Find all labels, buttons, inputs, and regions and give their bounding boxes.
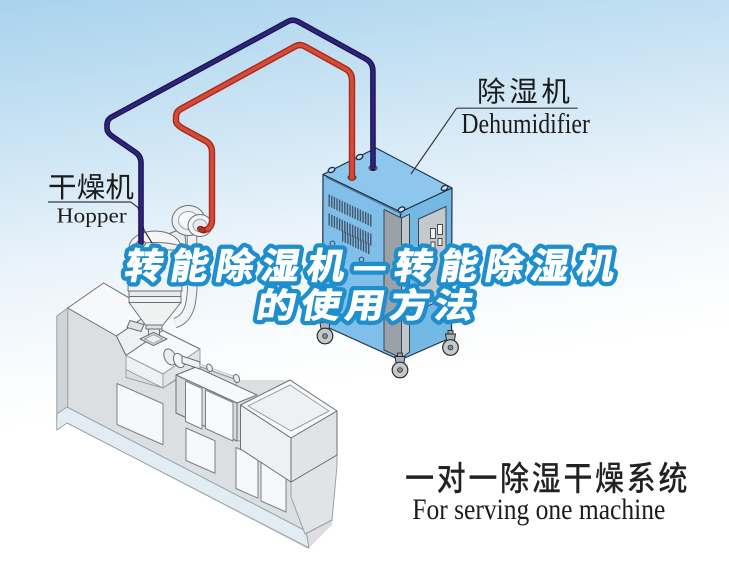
svg-text:For serving one machine: For serving one machine — [412, 494, 665, 526]
svg-text:Dehumidifier: Dehumidifier — [461, 109, 590, 140]
svg-text:Hopper: Hopper — [57, 203, 127, 227]
